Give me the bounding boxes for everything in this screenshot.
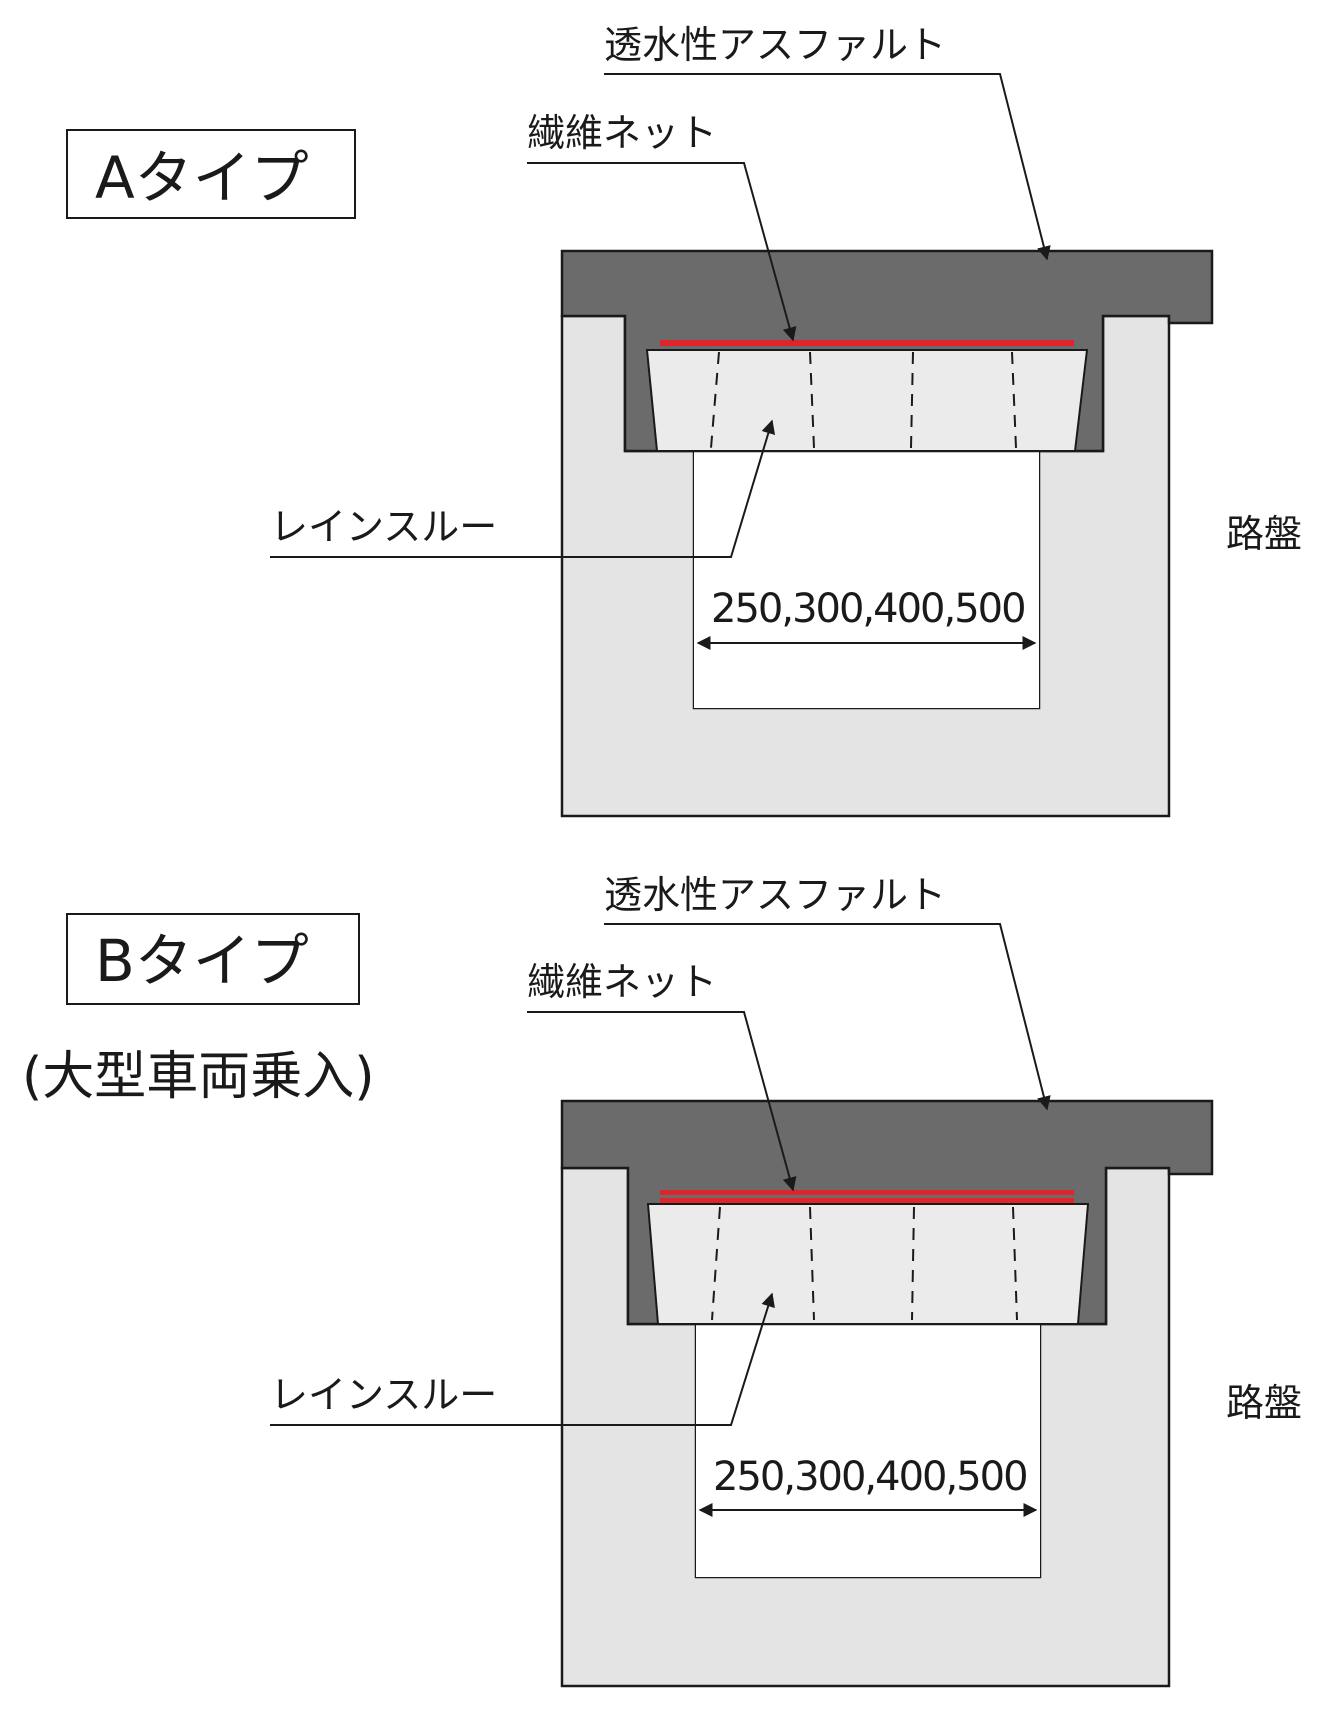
net-leader (527, 162, 797, 342)
width-dimension-label: 250,300,400,500 (713, 1454, 1027, 1500)
fiber-net (660, 1190, 1074, 1195)
asphalt-label: 透水性アスファルト (604, 23, 946, 67)
roadbed-label: 路盤 (1226, 1381, 1302, 1425)
panel-a: Aタイプ 250,300,400,500 透水性アスファルト 繊維ネット レイン… (66, 23, 1302, 818)
panel-b: Bタイプ (大型車両乗入) 250,300,400,500 透水性アスファルト … (22, 873, 1302, 1688)
drain-slots (711, 1206, 1018, 1321)
net-label: 繊維ネット (527, 111, 717, 155)
channel-opening (696, 1324, 1040, 1577)
roadbed-label: 路盤 (1226, 512, 1302, 556)
drain-slots (710, 351, 1017, 449)
asphalt-leader (604, 73, 1051, 261)
drain-block (645, 349, 1089, 452)
drain-label: レインスルー (270, 1373, 497, 1417)
width-dimension-label: 250,300,400,500 (711, 586, 1025, 632)
drain-leader (270, 1292, 775, 1426)
net-label: 繊維ネット (527, 960, 717, 1004)
fiber-net-second (660, 1198, 1074, 1203)
net-leader (527, 1011, 797, 1192)
asphalt-leader (604, 923, 1051, 1111)
asphalt-label: 透水性アスファルト (604, 873, 946, 917)
channel-opening (694, 451, 1039, 708)
drain-leader (270, 419, 776, 558)
type-note: (大型車両乗入) (22, 1047, 375, 1107)
type-box (66, 913, 360, 1005)
drain-block (646, 1203, 1090, 1325)
drain-label: レインスルー (270, 505, 497, 549)
type-label: Bタイプ (95, 927, 309, 995)
fiber-net (660, 340, 1074, 346)
type-box (66, 129, 356, 219)
type-label: Aタイプ (95, 144, 309, 212)
